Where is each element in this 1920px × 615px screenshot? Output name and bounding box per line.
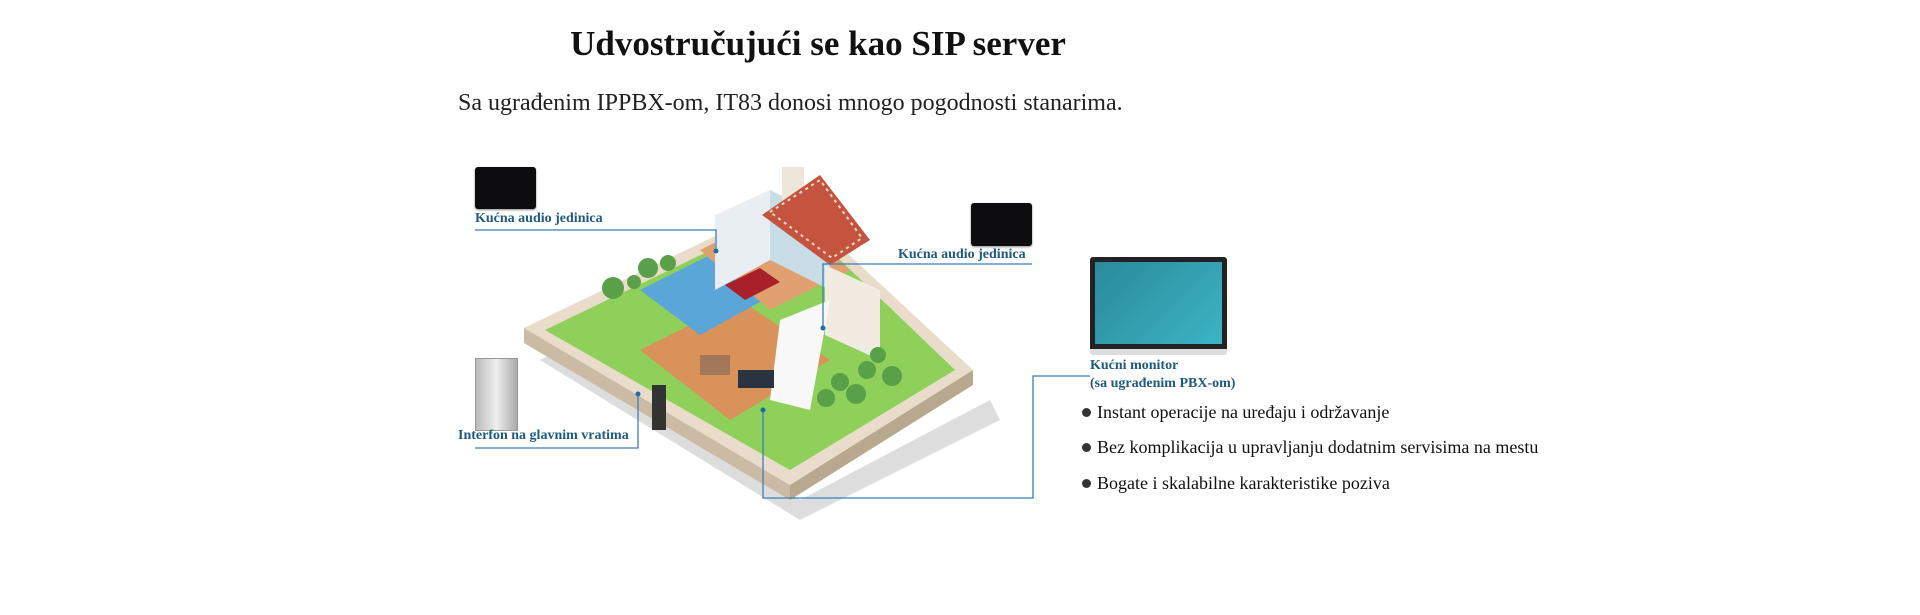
cabinet xyxy=(700,355,730,375)
stairs xyxy=(770,300,830,410)
door-intercom-label: Interfon na glavnim vratima xyxy=(458,428,629,443)
connector-lines xyxy=(475,229,1090,499)
feature-item: Instant operacije na uređaju i održavanj… xyxy=(1082,402,1389,423)
door-panel xyxy=(652,385,666,430)
feature-item: Bogate i skalabilne karakteristike poziv… xyxy=(1082,473,1390,494)
page-title: Udvostručujući se kao SIP server xyxy=(570,24,1066,63)
shadow xyxy=(540,350,1000,520)
page-subtitle: Sa ugrađenim IPPBX-om, IT83 donosi mnogo… xyxy=(458,90,1123,116)
connector-dots xyxy=(635,248,826,413)
door-intercom-image xyxy=(475,358,518,431)
right-wall xyxy=(825,265,880,360)
audio-unit-left-label: Kućna audio jedinica xyxy=(475,211,603,226)
trees xyxy=(602,255,902,407)
home-monitor-label: Kućni monitor xyxy=(1090,358,1179,373)
bed xyxy=(725,268,780,300)
audio-unit-left-image xyxy=(475,167,536,209)
audio-unit-right-label: Kućna audio jedinica xyxy=(898,247,1026,262)
wall xyxy=(715,190,770,290)
roof xyxy=(762,175,870,265)
sofa xyxy=(738,370,774,388)
home-monitor-sublabel: (sa ugrađenim PBX-om) xyxy=(1090,376,1236,391)
monitor-screen xyxy=(1095,262,1222,344)
home-monitor-image xyxy=(1090,257,1227,355)
base-front-right xyxy=(790,370,973,500)
bullet-icon xyxy=(1082,443,1091,452)
bullet-icon xyxy=(1082,408,1091,417)
audio-unit-right-image xyxy=(971,203,1032,246)
feature-item: Bez komplikacija u upravljanju dodatnim … xyxy=(1082,437,1538,458)
bullet-icon xyxy=(1082,479,1091,488)
